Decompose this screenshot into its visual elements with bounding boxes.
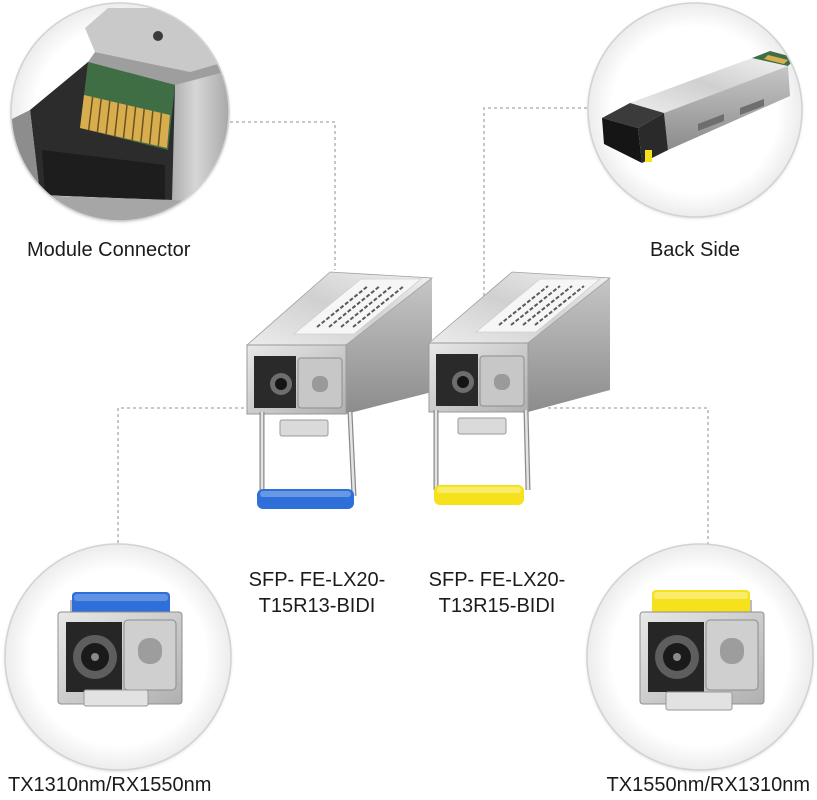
- sticker-print-line: [522, 285, 573, 326]
- module-side-face: [528, 278, 610, 412]
- module-connector-label: Module Connector: [27, 239, 191, 261]
- grip-highlight: [437, 487, 521, 493]
- left-front-view-callout: [4, 543, 232, 771]
- sticker-print-line: [534, 285, 585, 326]
- optical-port-core: [275, 378, 287, 390]
- blue-pull-grip: [72, 592, 170, 616]
- grip-highlight: [260, 491, 351, 497]
- right-front-photo-content: [639, 590, 765, 711]
- latch-hole: [312, 376, 328, 392]
- yellow-pull-grip: [652, 590, 750, 615]
- cage-top-edge: [88, 52, 229, 85]
- back-side-label: Back Side: [649, 239, 741, 261]
- optical-port-core: [673, 653, 681, 661]
- left-front-circle-border: [4, 543, 232, 771]
- sticker-print-line: [340, 285, 393, 328]
- release-tab: [457, 417, 507, 435]
- right-wavelength-label: TX1550nm/RX1310nm: [606, 774, 810, 796]
- grip-highlight: [74, 594, 168, 601]
- release-tab: [279, 419, 329, 437]
- module-front-top: [602, 103, 664, 128]
- module-label-sticker: [292, 278, 423, 335]
- bail-wire-right-highlight: [524, 409, 530, 491]
- grip-highlight: [654, 592, 748, 599]
- bail-wire-right-highlight: [348, 411, 356, 497]
- module-top-face: [630, 58, 788, 113]
- sfp-module-left: [245, 271, 434, 509]
- optical-port-core: [457, 376, 469, 388]
- module-side-slot: [698, 114, 724, 131]
- leader-line-module-connector: [230, 121, 336, 270]
- bail-handle: [257, 411, 357, 509]
- module-side-face: [664, 66, 790, 150]
- bail-handle: [433, 409, 531, 505]
- right-model-line2: T13R15-BIDI: [438, 595, 556, 617]
- sticker-print-lines: [498, 285, 585, 326]
- sticker-print-line: [352, 285, 405, 328]
- back-side-callout: [587, 2, 803, 218]
- left-model-line1: SFP- FE-LX20-: [248, 569, 386, 591]
- left-wavelength-label: TX1310nm/RX1550nm: [8, 774, 212, 796]
- sticker-print-line: [510, 285, 561, 326]
- left-model-line2: T15R13-BIDI: [258, 595, 376, 617]
- module-latch-tip: [645, 150, 652, 162]
- back-side-photo: [602, 51, 796, 163]
- release-tab: [83, 689, 149, 707]
- latch-hole: [138, 638, 162, 664]
- sticker-print-line: [328, 285, 381, 328]
- left-front-photo: [57, 592, 183, 707]
- sticker-print-line: [316, 285, 369, 328]
- module-side-slot: [740, 99, 764, 115]
- gold-contact-separators: [87, 96, 163, 147]
- right-model-line1: SFP- FE-LX20-: [428, 569, 566, 591]
- back-side-circle-border: [587, 2, 803, 218]
- cage-top-hole: [153, 31, 163, 41]
- module-connector-callout: [10, 2, 230, 222]
- module-label-sticker: [474, 278, 602, 333]
- module-side-face: [346, 278, 432, 414]
- optical-port-core: [91, 653, 99, 661]
- module-connector-circle-border: [10, 2, 230, 222]
- leader-line-back-side: [483, 107, 587, 300]
- leader-line-right-front: [548, 407, 709, 544]
- right-front-view-callout: [586, 543, 814, 771]
- sticker-print-line: [498, 285, 549, 326]
- right-front-photo: [639, 590, 765, 711]
- release-tab: [665, 691, 733, 711]
- module-front-face: [602, 118, 642, 163]
- cage-bottom-plate: [20, 195, 229, 221]
- leader-line-left-front: [117, 407, 250, 544]
- leader-lines: [117, 107, 709, 544]
- yellow-pull-grip: [434, 485, 524, 505]
- latch-hole: [494, 374, 510, 390]
- connector-lower-lip: [42, 150, 165, 200]
- module-back-contacts: [764, 55, 788, 64]
- right-front-circle-border: [586, 543, 814, 771]
- sfp-module-right: [427, 271, 612, 505]
- sticker-print-lines: [316, 285, 405, 328]
- latch-hole: [720, 638, 744, 664]
- blue-pull-grip: [257, 489, 354, 509]
